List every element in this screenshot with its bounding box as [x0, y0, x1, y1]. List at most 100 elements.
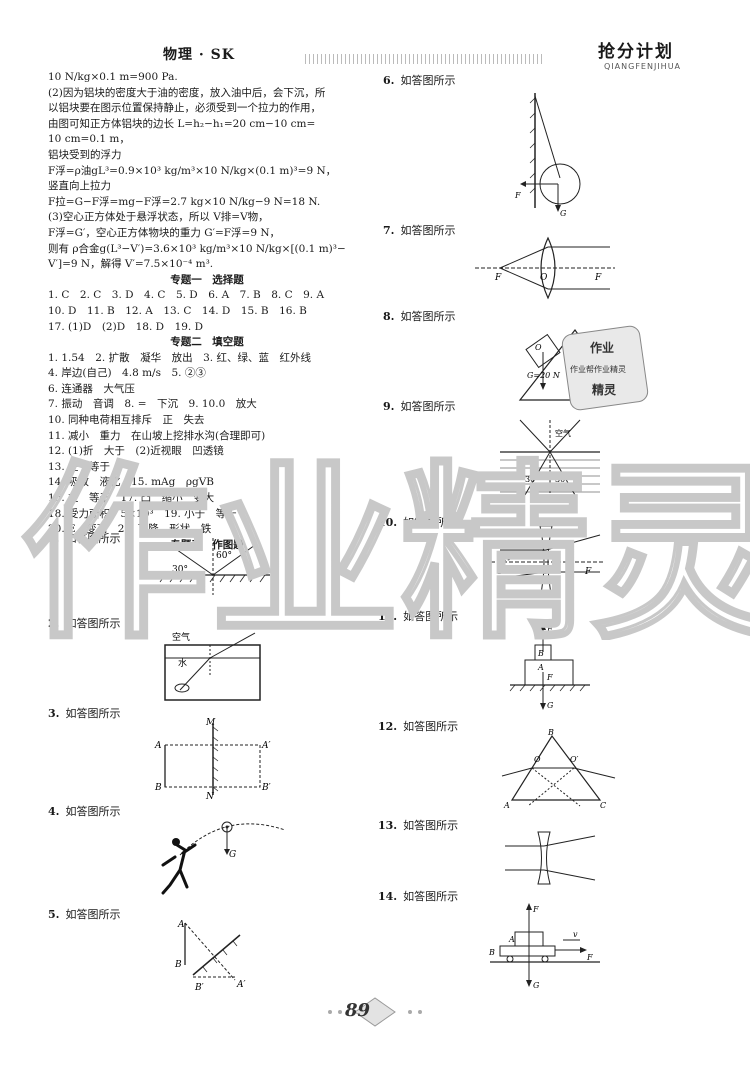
svg-text:作业帮作业精灵: 作业帮作业精灵: [570, 364, 626, 374]
svg-text:A: A: [508, 935, 515, 944]
svg-text:v: v: [573, 930, 578, 939]
svg-text:作业: 作业: [590, 340, 614, 355]
answer-line: 20. E 变高 21. 下降 形状 铁: [48, 523, 212, 536]
figure-4-diagram: G: [161, 821, 286, 895]
svg-text:空气: 空气: [555, 428, 571, 438]
figure-label-14: 14.如答图所示: [378, 890, 459, 903]
text-line: (2)因为铝块的密度大于油的密度，放入油中后，会下沉，所: [48, 86, 326, 99]
svg-text:空气: 空气: [172, 631, 190, 643]
svg-text:B′: B′: [261, 783, 271, 793]
svg-text:60°: 60°: [216, 551, 232, 561]
text-line: F浮=G′，空心正方体物块的重力 G′=F浮=9 N，: [48, 226, 281, 239]
answer-line: 1. 1.54 2. 扩散 凝华 放出 3. 红、绿、蓝 红外线: [48, 351, 311, 364]
svg-text:30°: 30°: [525, 475, 539, 484]
header-title: 抢分计划: [598, 42, 674, 62]
figure-label-5: 5.如答图所示: [48, 908, 121, 921]
left-column: 10 N/kg×0.1 m=900 Pa. (2)因为铝块的密度大于油的密度，放…: [48, 70, 366, 553]
answer-line: 13. 左 等于: [48, 460, 111, 473]
answer-line: 16. 左 等于 17. 凸 缩小 变大: [48, 492, 215, 505]
figure-label-10: 10.如答图所示: [378, 516, 459, 529]
figure-1-diagram: 30° 60°: [159, 538, 270, 595]
svg-text:F: F: [497, 567, 505, 577]
figure-7-diagram: F O F: [475, 236, 615, 300]
svg-text:B′: B′: [194, 983, 204, 993]
header-subject: 物理 · SK: [163, 47, 235, 63]
text-line: 10 N/kg×0.1 m=900 Pa.: [48, 71, 178, 83]
text-line: V′]=9 N，解得 V′=7.5×10⁻⁴ m³.: [48, 258, 214, 271]
svg-text:G: G: [533, 981, 540, 990]
svg-text:B: B: [174, 960, 182, 970]
figure-label-9: 9.如答图所示: [383, 400, 456, 413]
svg-text:A′: A′: [236, 980, 246, 990]
answer-line: 18. 受力面积 5×10³ 19. 小于 等于: [48, 507, 237, 520]
svg-text:O: O: [535, 343, 542, 352]
svg-text:作业精灵: 作业精灵: [20, 442, 750, 640]
header-pinyin: QIANGFENJIHUA: [604, 62, 682, 71]
svg-text:30°: 30°: [172, 565, 188, 575]
answer-line: 11. 减小 重力 在山坡上挖排水沟(合理即可): [48, 429, 266, 442]
svg-text:O: O: [534, 755, 541, 764]
figure-label-4: 4.如答图所示: [48, 805, 121, 818]
text-line: 竖直向上拉力: [48, 180, 111, 193]
answer-line: 1. C 2. C 3. D 4. C 5. D 6. A 7. B 8. C …: [48, 289, 325, 302]
answer-line: 6. 连通器 大气压: [48, 382, 135, 395]
text-line: 10 cm=0.1 m，: [48, 133, 130, 146]
svg-text:水: 水: [178, 657, 187, 669]
figure-label-11: 11.如答图所示: [378, 610, 459, 623]
section-heading: 专题二 填空题: [170, 336, 244, 349]
svg-text:N: N: [205, 792, 215, 800]
answer-line: 7. 振动 音调 8. = 下沉 9. 10.0 放大: [48, 398, 257, 411]
page-number: 89: [345, 1000, 371, 1021]
figure-label-7: 7.如答图所示: [383, 224, 456, 237]
answer-line: 14. 吸收 液化 15. mAg ρgVB: [48, 476, 215, 489]
figure-label-3: 3.如答图所示: [48, 707, 121, 720]
svg-text:G=20 N: G=20 N: [527, 371, 561, 380]
figure-5-diagram: A B A′ B′: [174, 920, 246, 993]
svg-text:A: A: [177, 920, 185, 930]
answer-line: 10. D 11. B 12. A 13. C 14. D 15. B 16. …: [48, 304, 307, 317]
figure-3-diagram: M N A A′ B B′: [154, 718, 271, 800]
figure-label-6: 6.如答图所示: [383, 74, 456, 87]
figure-label-2: 2.如答图所示: [48, 617, 121, 630]
figure-label-1: 1.如答图所示: [48, 532, 121, 545]
svg-text:A: A: [503, 801, 510, 810]
figure-13-diagram: [505, 831, 596, 885]
svg-text:B: B: [488, 948, 495, 957]
figure-12-diagram: B O O′ A C: [501, 728, 616, 810]
page-number-decoration: [328, 997, 422, 1027]
svg-text:F: F: [532, 905, 539, 914]
figure-label-13: 13.如答图所示: [378, 819, 459, 832]
homework-stamp: 作业 作业帮作业精灵 精灵: [561, 325, 649, 411]
answer-line: 12. (1)折 大于 (2)近视眼 凹透镜: [48, 445, 224, 458]
svg-text:G: G: [560, 209, 567, 218]
section-heading: 专题三 作图题: [170, 538, 244, 551]
header-divider: [305, 54, 545, 64]
figure-6-diagram: F G: [514, 93, 581, 218]
text-line: 以铝块要在图示位置保持静止，必须受到一个拉力的作用，: [48, 102, 321, 115]
svg-text:B: B: [547, 728, 554, 737]
svg-text:B: B: [537, 649, 544, 658]
answer-line: 4. 岸边(自己) 4.8 m/s 5. ②③: [48, 367, 206, 380]
answer-line: 17. (1)D (2)D 18. D 19. D: [48, 320, 204, 333]
text-line: 由图可知正方体铝块的边长 L=h₂−h₁=20 cm−10 cm=: [48, 117, 316, 130]
text-line: 则有 ρ合金g(L³−V′)=3.6×10³ kg/m³×10 N/kg×[(0…: [48, 242, 346, 255]
watermark: 作业精灵: [19, 441, 750, 641]
svg-text:F: F: [584, 567, 592, 577]
answer-line: 10. 同种电荷相互排斥 正 失去: [48, 414, 205, 427]
svg-text:O′: O′: [570, 755, 579, 764]
svg-text:F: F: [586, 953, 593, 962]
svg-text:F: F: [546, 625, 553, 634]
svg-text:F: F: [494, 273, 502, 283]
text-line: F拉=G−F浮=mg−F浮=2.7 kg×10 N/kg−9 N=18 N.: [48, 195, 321, 208]
svg-text:C: C: [600, 801, 606, 810]
figure-9-diagram: 空气 30° 30°: [500, 419, 600, 498]
figure-2-diagram: 空气 水: [164, 631, 261, 701]
svg-text:O: O: [540, 273, 548, 283]
svg-text:F: F: [514, 191, 521, 200]
svg-text:A: A: [154, 741, 162, 751]
text-line: F浮=ρ油gL³=0.9×10³ kg/m³×10 N/kg×(0.1 m)³=…: [48, 164, 337, 177]
svg-text:F: F: [594, 273, 602, 283]
figure-10-diagram: F O F: [485, 525, 605, 599]
figure-14-diagram: F A v B F G: [488, 903, 600, 990]
figure-label-12: 12.如答图所示: [378, 720, 459, 733]
